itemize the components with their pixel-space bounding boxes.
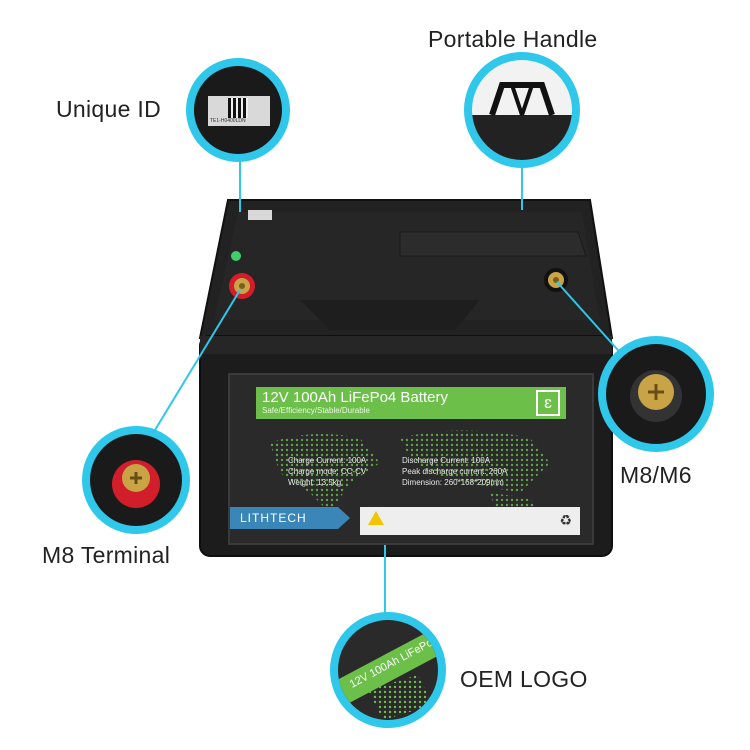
oem-logo-bubble: 12V 100Ah LiFePo4 Battery	[330, 612, 446, 728]
red-terminal-icon	[112, 460, 160, 508]
qr-code-icon	[228, 98, 248, 118]
brand-mark-icon: ɛ	[536, 390, 560, 416]
specs-left: Charge Current: 100A Charge mode: CC-CV …	[288, 456, 367, 487]
battery-label: 12V 100Ah LiFePo4 Battery Safe/Efficienc…	[228, 373, 594, 545]
qr-code-text: TE1-H0400LDN	[210, 118, 246, 124]
m8-terminal-label: M8 Terminal	[42, 542, 171, 568]
portable-handle-label: Portable Handle	[428, 26, 598, 52]
terminal-positive	[229, 273, 255, 299]
recycle-icon: ♻	[559, 512, 572, 528]
oem-map-dots	[368, 675, 433, 720]
portable-handle-bubble	[464, 52, 580, 168]
qr-code-sticker: TE1-H0400LDN	[208, 96, 270, 126]
brand-name: LITHTECH	[240, 511, 307, 525]
label-subtitle: Safe/Efficiency/Stable/Durable	[262, 406, 370, 415]
warning-icon	[368, 511, 384, 525]
bolt-terminal-icon	[630, 370, 682, 422]
m8-m6-label: M8/M6	[620, 462, 692, 488]
label-title-band: 12V 100Ah LiFePo4 Battery Safe/Efficienc…	[256, 387, 566, 419]
warning-panel: ♻	[360, 507, 580, 535]
handle-icon	[472, 82, 572, 160]
label-title: 12V 100Ah LiFePo4 Battery	[262, 389, 448, 406]
m8-m6-bubble	[598, 336, 714, 452]
world-map-graphic	[270, 430, 550, 521]
specs-right: Discharge Current: 100A Peak discharge c…	[402, 456, 508, 487]
brand-band: LITHTECH	[230, 507, 350, 529]
m8-terminal-bubble	[82, 426, 190, 534]
oem-logo-label: OEM LOGO	[460, 666, 588, 692]
unique-id-label: Unique ID	[56, 96, 161, 122]
unique-id-bubble: TE1-H0400LDN	[186, 58, 290, 162]
terminal-negative	[544, 268, 568, 292]
